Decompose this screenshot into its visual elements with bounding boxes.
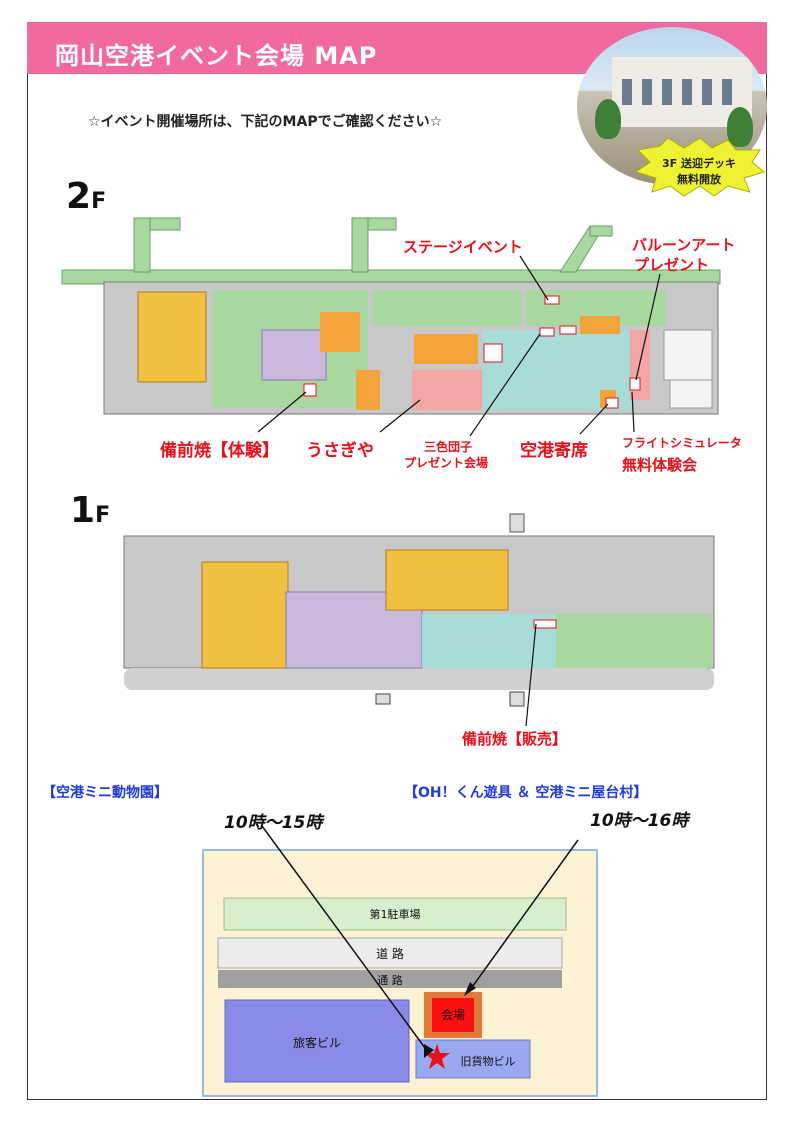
label-balloon-1: バルーンアート xyxy=(632,236,736,254)
site-road: 道 路 xyxy=(376,947,404,961)
label-mini-zoo: 【空港ミニ動物園】 xyxy=(42,785,168,801)
label-mini-zoo-time: 10時～15時 xyxy=(224,813,323,833)
label-flight-sim-1: フライトシミュレータ xyxy=(622,436,742,450)
label-dango-1: 三色団子 xyxy=(424,440,473,454)
intro-text: ☆イベント開催場所は、下記のMAPでご確認ください☆ xyxy=(88,114,443,130)
label-toys-food-time: 10時～16時 xyxy=(590,811,689,831)
2f-boarding-bridges xyxy=(61,217,721,285)
page-title: 岡山空港イベント会場 MAP xyxy=(55,42,378,70)
site-map xyxy=(202,825,598,1097)
label-bizen-sale: 備前焼【販売】 xyxy=(462,730,568,748)
site-parking: 第1駐車場 xyxy=(369,908,421,921)
2f-building xyxy=(103,281,719,415)
label-dango-2: プレゼント会場 xyxy=(404,456,489,470)
site-terminal: 旅客ビル xyxy=(292,1036,341,1050)
label-usagiya: うさぎや xyxy=(306,441,374,461)
label-airport-yose: 空港寄席 xyxy=(520,441,588,461)
badge-line1: 3F 送迎デッキ xyxy=(662,157,736,170)
label-flight-sim-2: 無料体験会 xyxy=(622,456,698,474)
site-cargo-building: 旧貨物ビル xyxy=(460,1055,516,1068)
label-toys-food: 【OH！くん遊具 ＆ 空港ミニ屋台村】 xyxy=(404,785,648,801)
label-stage-event: ステージイベント xyxy=(403,238,523,256)
floor-2f-label: 2F xyxy=(66,176,107,217)
floor-1f-label: 1F xyxy=(70,490,111,531)
tree-icon xyxy=(595,99,621,139)
site-passage: 通 路 xyxy=(377,974,403,987)
badge-line2: 無料開放 xyxy=(677,173,721,186)
deck-badge: 3F 送迎デッキ 無料開放 xyxy=(636,147,762,193)
1f-building xyxy=(123,513,715,707)
label-balloon-2: プレゼント xyxy=(634,256,710,274)
site-venue: 会場 xyxy=(440,1008,465,1022)
label-bizen-experience: 備前焼【体験】 xyxy=(160,441,279,461)
